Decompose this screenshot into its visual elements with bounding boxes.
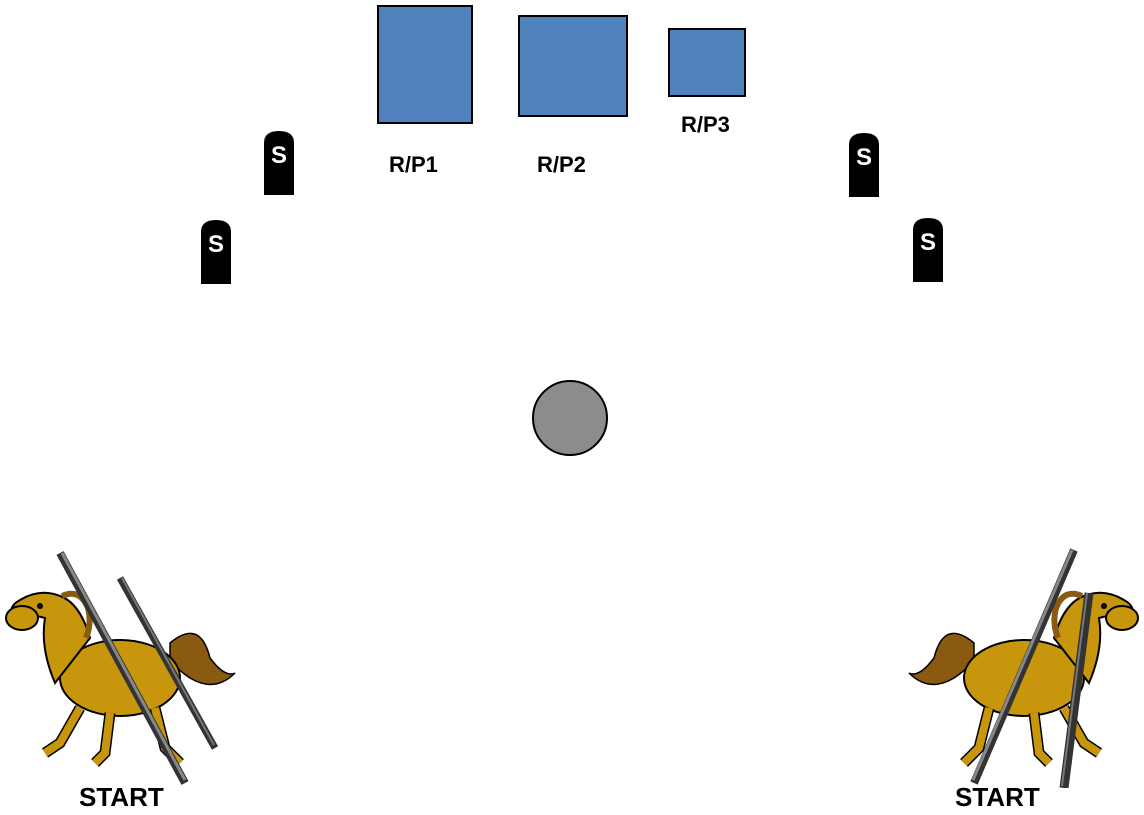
s-marker-icon: S bbox=[201, 220, 231, 284]
target-rp2-label: R/P2 bbox=[537, 152, 586, 177]
barrel-icon bbox=[532, 380, 608, 456]
s-marker-letter: S bbox=[920, 229, 936, 256]
s-marker-icon: S bbox=[264, 131, 294, 195]
horse-with-rifles-icon bbox=[908, 548, 1139, 788]
target-rp1 bbox=[377, 5, 473, 124]
s-marker-letter: S bbox=[271, 142, 287, 169]
target-rp2 bbox=[518, 15, 628, 117]
start-label-left: START bbox=[79, 782, 164, 812]
s-marker-icon: S bbox=[913, 218, 943, 282]
s-marker-icon: S bbox=[849, 133, 879, 197]
horse-with-rifles-icon bbox=[5, 551, 236, 785]
s-marker-letter: S bbox=[856, 144, 872, 171]
target-rp3-label: R/P3 bbox=[681, 112, 730, 137]
s-marker-letter: S bbox=[208, 231, 224, 258]
target-rp3 bbox=[668, 28, 746, 97]
start-label-right: START bbox=[955, 782, 1040, 812]
target-rp1-label: R/P1 bbox=[389, 152, 438, 177]
